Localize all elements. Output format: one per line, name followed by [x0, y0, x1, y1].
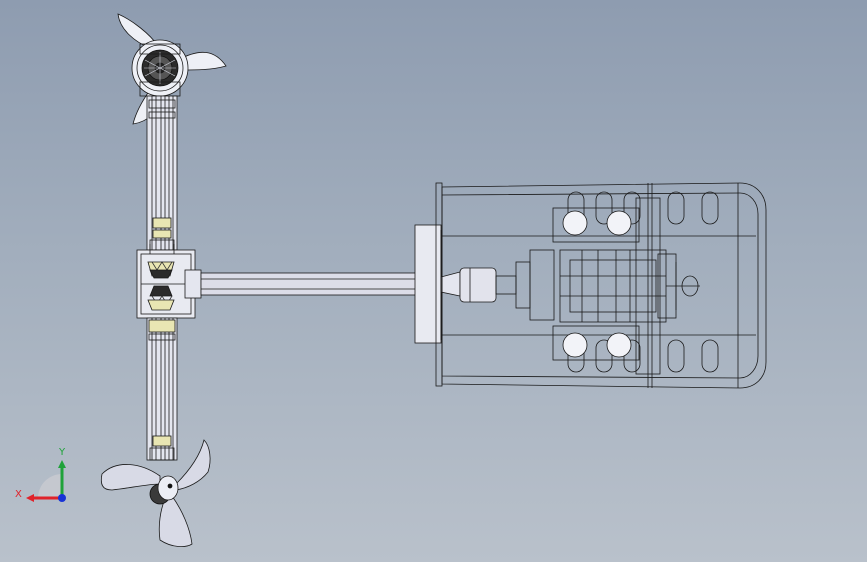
bottom-propeller-blade-left	[100, 464, 161, 491]
x-axis-label: X	[15, 489, 22, 500]
y-axis-label: Y	[58, 447, 66, 458]
bottom-propeller[interactable]	[100, 439, 211, 548]
horizontal-shaft[interactable]	[184, 269, 442, 299]
lower-column	[146, 317, 178, 461]
bottom-propeller-blade-lower	[158, 495, 193, 548]
motor-flange[interactable]	[414, 182, 443, 387]
triad-base	[38, 474, 62, 498]
motor-housing[interactable]	[441, 182, 767, 389]
bottom-propeller-blade-upper	[175, 439, 211, 491]
bolt-boss	[562, 210, 588, 236]
bottom-hub	[157, 475, 179, 501]
z-axis-dot	[58, 494, 66, 502]
coupling[interactable]	[440, 249, 555, 321]
upper-column	[146, 95, 178, 251]
top-propeller-blade-right	[177, 52, 227, 71]
bolt-boss	[606, 332, 632, 358]
bolt-boss	[562, 332, 588, 358]
top-propeller-blade-left	[117, 13, 159, 49]
bolt-boss	[606, 210, 632, 236]
